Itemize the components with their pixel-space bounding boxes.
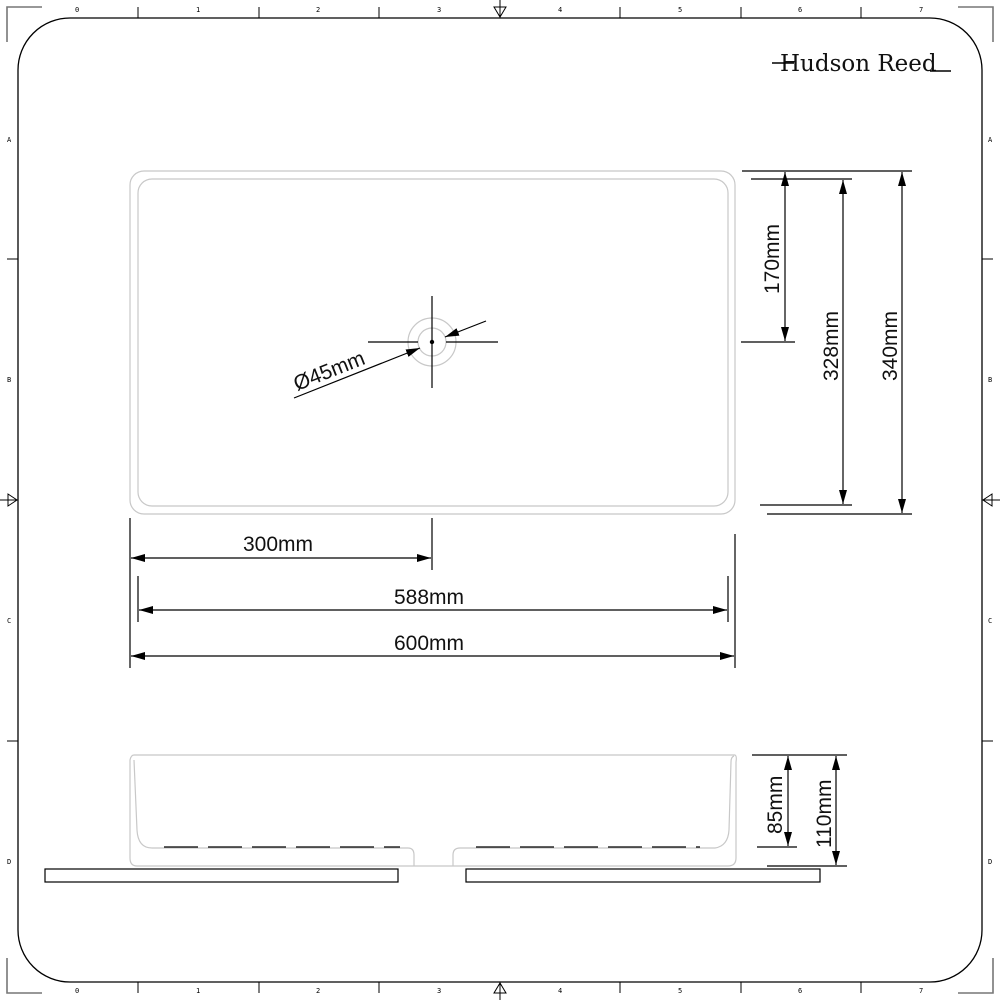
outer-depth-label: 340mm: [879, 311, 902, 381]
waste-offset-depth-label: 170mm: [761, 224, 784, 294]
svg-text:4: 4: [558, 987, 562, 995]
inner-width-label: 588mm: [394, 586, 464, 609]
right-ruler: [982, 258, 1000, 742]
svg-text:1: 1: [196, 987, 200, 995]
svg-text:7: 7: [919, 987, 923, 995]
svg-text:Hudson Reed: Hudson Reed: [780, 51, 937, 77]
svg-text:2: 2: [316, 987, 320, 995]
svg-text:7: 7: [919, 6, 923, 14]
svg-text:A: A: [988, 136, 993, 144]
ruler-labels: 0 1 2 3 4 5 6 7 0 1 2 3 4 5 6 7 A B C D …: [7, 6, 993, 995]
corner-marks: [6, 6, 994, 994]
svg-text:B: B: [7, 376, 11, 384]
svg-text:4: 4: [558, 6, 562, 14]
waste-diameter-label: Ø45mm: [290, 347, 368, 396]
svg-text:D: D: [7, 858, 11, 866]
inner-depth-label: 328mm: [820, 311, 843, 381]
svg-text:1: 1: [196, 6, 200, 14]
svg-text:5: 5: [678, 987, 682, 995]
basin-inner-outline: [137, 178, 729, 507]
waste-offset-width-label: 300mm: [243, 533, 313, 556]
svg-text:B: B: [988, 376, 992, 384]
svg-text:C: C: [988, 617, 992, 625]
outer-height-label: 110mm: [813, 780, 836, 848]
svg-text:C: C: [7, 617, 11, 625]
basin-side-inner: [133, 755, 735, 866]
svg-text:0: 0: [75, 6, 79, 14]
top-ruler: [137, 0, 862, 18]
basin-side-outer: [129, 754, 737, 867]
svg-text:2: 2: [316, 6, 320, 14]
svg-text:0: 0: [75, 987, 79, 995]
outer-width-label: 600mm: [394, 632, 464, 655]
countertop-right: [465, 868, 821, 883]
svg-text:3: 3: [437, 987, 441, 995]
svg-text:A: A: [7, 136, 12, 144]
svg-text:5: 5: [678, 6, 682, 14]
svg-text:D: D: [988, 858, 992, 866]
plan-view: Ø45mm 300mm 588mm 600mm 170mm: [129, 170, 912, 668]
depth-dimensions: 170mm 328mm 340mm: [741, 170, 912, 515]
bottom-ruler: [137, 982, 862, 1000]
drawing-frame: [17, 17, 983, 983]
width-dimensions: 300mm 588mm 600mm: [129, 518, 736, 668]
side-view: 85mm 110mm: [44, 754, 847, 883]
svg-text:3: 3: [437, 6, 441, 14]
svg-text:6: 6: [798, 987, 802, 995]
inner-height-label: 85mm: [764, 776, 787, 834]
svg-text:6: 6: [798, 6, 802, 14]
basin-outer-outline: [129, 170, 736, 515]
brand-logo: Hudson Reed: [772, 51, 951, 77]
countertop-left: [44, 868, 399, 883]
left-ruler: [0, 258, 18, 742]
waste-outlet: Ø45mm: [290, 296, 498, 399]
